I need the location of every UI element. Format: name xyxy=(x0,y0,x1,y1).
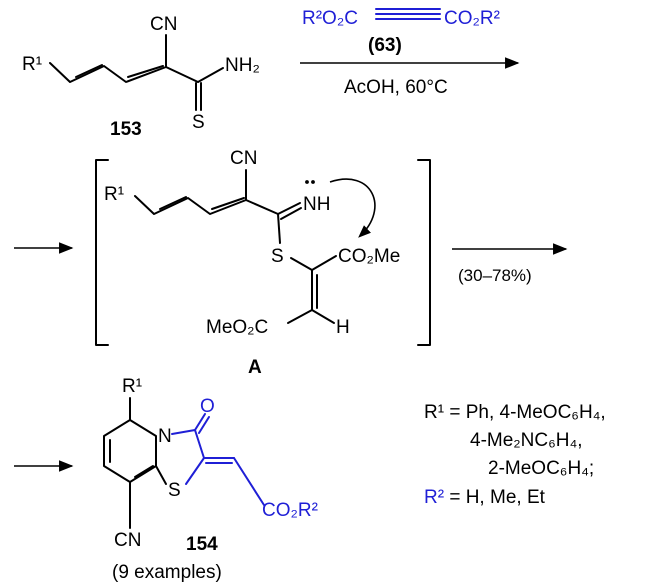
examples-label: (9 examples) xyxy=(112,562,222,583)
nh-label: NH xyxy=(303,194,330,215)
co2me-label: CO₂Me xyxy=(338,246,400,267)
r1-definition-line3: 2-MeOC₆H₄; xyxy=(488,458,594,479)
n-label: N xyxy=(158,426,172,447)
cn-label: CN xyxy=(230,148,257,169)
s-label: S xyxy=(192,112,205,133)
r1-definition-line2: 4-Me₂NC₆H₄, xyxy=(470,430,583,451)
nh2-label: NH₂ xyxy=(225,55,260,76)
alkyne-right-label: CO₂R² xyxy=(444,8,500,29)
conditions-label: AcOH, 60°C xyxy=(344,77,448,98)
r1-label: R¹ xyxy=(122,376,142,397)
substituent-definitions: R¹ = Ph, 4-MeOC₆H₄, 4-Me₂NC₆H₄, 2-MeOC₆H… xyxy=(424,402,606,508)
compound-number: 153 xyxy=(110,119,142,140)
r2-definition: R² = H, Me, Et xyxy=(424,487,546,508)
r1-label: R¹ xyxy=(22,54,42,75)
cn-label: CN xyxy=(114,530,141,551)
reagent-number: (63) xyxy=(368,35,402,56)
cn-label: CN xyxy=(150,14,177,35)
co2r-label: CO₂R² xyxy=(262,500,318,521)
s-label: S xyxy=(168,480,181,501)
intermediate-a: R¹ CN NH S CO₂Me MeO₂C H A xyxy=(95,148,431,378)
compound-153: R¹ CN NH₂ S 153 xyxy=(22,14,260,140)
h-label: H xyxy=(336,317,350,338)
intermediate-label: A xyxy=(248,357,262,378)
meo2c-label: MeO₂C xyxy=(206,317,268,338)
yield-label: (30–78%) xyxy=(458,266,532,285)
reagent-63: R²O₂C CO₂R² (63) AcOH, 60°C xyxy=(300,8,520,98)
s-label: S xyxy=(271,246,284,267)
compound-154: R¹ N S O CO₂R² CN 154 (9 examples) xyxy=(103,376,318,583)
o-label: O xyxy=(200,396,215,417)
alkyne-left-label: R²O₂C xyxy=(302,8,358,29)
curved-electron-arrow xyxy=(329,178,376,238)
r1-label: R¹ xyxy=(104,184,124,205)
compound-number: 154 xyxy=(186,534,218,555)
r1-definition-line1: R¹ = Ph, 4-MeOC₆H₄, xyxy=(424,402,606,423)
